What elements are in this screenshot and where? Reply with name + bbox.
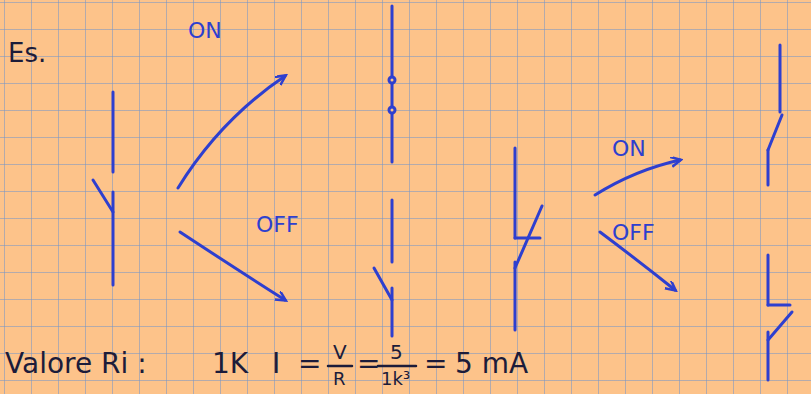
current-value: 5 mA: [455, 350, 528, 378]
state-label: ON: [188, 20, 222, 42]
example-heading: Es.: [8, 40, 46, 66]
switch-blade: [768, 115, 782, 150]
wire: [391, 288, 394, 336]
wire: [391, 200, 394, 262]
formula-denominator: 1k³: [381, 370, 410, 388]
arrow: [178, 76, 285, 188]
wire: [767, 332, 770, 380]
wire: [514, 262, 517, 330]
fraction-bar: [378, 365, 416, 368]
wire: [112, 192, 115, 285]
arrow: [595, 160, 680, 195]
state-label: OFF: [256, 214, 299, 236]
wire: [767, 150, 770, 185]
wire: [514, 148, 517, 238]
wire: [768, 304, 790, 307]
switch-blade: [515, 206, 542, 268]
switch-blade: [374, 268, 392, 300]
arrow: [180, 232, 285, 300]
switch-blade: [93, 180, 113, 212]
state-label: OFF: [612, 222, 655, 244]
switch-blade: [768, 312, 792, 340]
formula-numerator: V: [333, 342, 347, 362]
state-label: ON: [612, 138, 646, 160]
wire: [779, 45, 782, 112]
formula-denominator: R: [333, 370, 346, 388]
wire: [112, 92, 115, 172]
contact-dot: [389, 107, 395, 113]
formula-numerator: 5: [390, 342, 403, 362]
formula-symbol: =: [424, 350, 447, 378]
formula-symbol: =: [357, 350, 380, 378]
resistance-value: 1K: [212, 350, 248, 378]
wire: [767, 255, 770, 305]
fraction-bar: [328, 365, 352, 368]
value-label: Valore Ri :: [5, 350, 147, 378]
formula-symbol: I: [272, 350, 280, 378]
contact-dot: [389, 77, 395, 83]
formula-symbol: =: [298, 350, 321, 378]
